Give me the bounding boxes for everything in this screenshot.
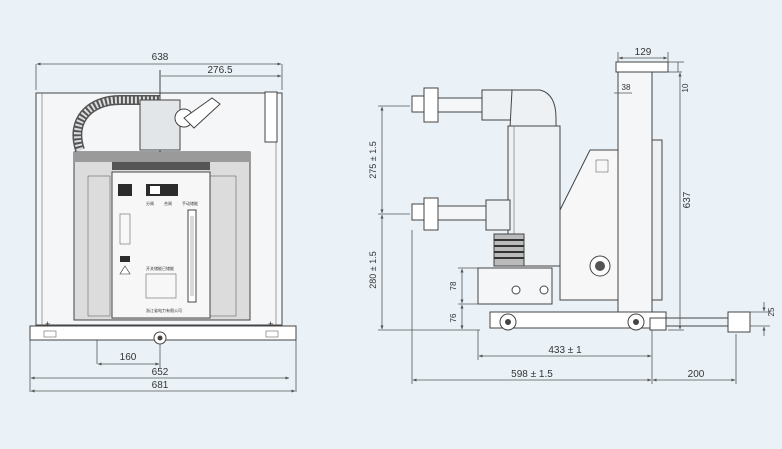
cable-hose [72, 95, 160, 152]
dim-side-overall-height: 637 [682, 191, 693, 208]
dim-front-overall-width: 681 [152, 380, 169, 391]
dim-side-height-76: 76 [449, 313, 458, 322]
panel-label-spring: 手动储能 [182, 200, 198, 206]
operating-handle [183, 97, 221, 129]
dim-front-rail-spacing: 160 [120, 352, 137, 363]
dim-front-base-width: 652 [152, 367, 169, 378]
panel-label-open: 分闸 [146, 200, 154, 206]
dim-side-height-78: 78 [449, 281, 458, 290]
svg-text:+: + [268, 319, 273, 329]
dim-side-offset-10: 10 [681, 83, 690, 92]
dim-side-height-25: 25 [767, 307, 776, 316]
warning-icon [119, 265, 131, 275]
panel-nameplate: 浙江省电力有限公司 [146, 307, 182, 313]
dim-side-length-433: 433 ± 1 [548, 345, 582, 356]
dim-front-center-offset: 276.5 [207, 65, 232, 76]
spring [493, 233, 525, 267]
dim-side-offset-38: 38 [622, 83, 631, 92]
front-view: 分闸 合闸 手动储能 开关储能已储能 浙江省电力有限公司 + + 638 276… [29, 52, 297, 393]
handle-bracket [139, 99, 181, 151]
dim-side-top-width: 129 [635, 47, 652, 58]
vertical-post [617, 71, 653, 313]
side-view: 129 38 10 275 ± 1.5 280 ± 1.5 78 76 637 … [368, 47, 776, 384]
extension-handle [727, 311, 751, 333]
panel-label-charged: 开关储能已储能 [146, 265, 174, 271]
dim-side-pole-spacing: 275 ± 1.5 [368, 141, 378, 178]
dim-side-lower-height: 280 ± 1.5 [368, 251, 378, 288]
svg-text:+: + [45, 319, 50, 329]
dim-side-extension-200: 200 [688, 369, 705, 380]
mechanism-frame [559, 149, 623, 301]
panel-label-close: 合闸 [164, 200, 172, 206]
lower-contact-arm [437, 205, 491, 221]
dim-side-length-598: 598 ± 1.5 [511, 369, 553, 380]
dim-front-top-width: 638 [152, 52, 169, 63]
